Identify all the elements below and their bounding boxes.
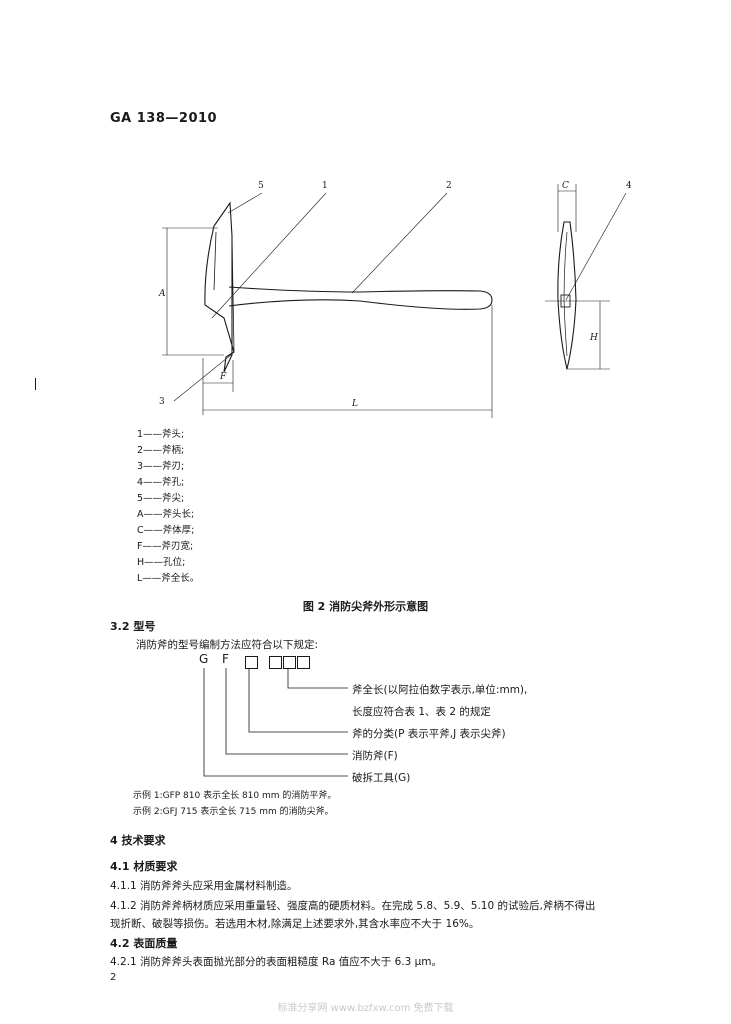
code-leader-lines (203, 668, 348, 777)
legend-item: H——孔位; (137, 557, 186, 568)
example-1: 示例 1:GFP 810 表示全长 810 mm 的消防平斧。 (133, 791, 337, 801)
axe-side-view (162, 192, 493, 418)
legend-item: 5——斧尖; (137, 493, 185, 504)
legend-item: 3——斧刃; (137, 461, 185, 472)
axe-front-view (545, 184, 627, 370)
code-type-box (244, 653, 258, 672)
standard-header: GA 138—2010 (110, 111, 218, 126)
clause-4-1-2-line2: 现折断、破裂等损伤。若选用木材,除满足上述要求外,其含水率应不大于 16%。 (110, 918, 480, 930)
legend-item: 1——斧头; (137, 429, 185, 440)
legend-item: 2——斧柄; (137, 445, 185, 456)
section-4-heading: 4 技术要求 (110, 834, 166, 847)
section-3-2-intro: 消防斧的型号编制方法应符合以下规定: (136, 639, 319, 651)
figure-caption: 图 2 消防尖斧外形示意图 (302, 600, 429, 613)
watermark-footer: 标准分享网 www.bzfxw.com 免费下载 (277, 1003, 454, 1014)
legend-item: C——斧体厚; (137, 525, 195, 536)
code-desc-fire-axe: 消防斧(F) (352, 750, 398, 762)
section-4-2-heading: 4.2 表面质量 (110, 937, 178, 950)
code-desc-type: 斧的分类(P 表示平斧,J 表示尖斧) (352, 728, 506, 740)
page-number: 2 (110, 972, 117, 983)
axe-head-outline (204, 201, 235, 373)
dim-a-label: A (158, 289, 166, 299)
callout-2: 2 (446, 181, 452, 191)
callout-3: 3 (159, 397, 165, 407)
clause-4-1-1: 4.1.1 消防斧斧头应采用金属材料制造。 (110, 880, 298, 892)
code-desc-length-rule: 长度应符合表 1、表 2 的规定 (352, 706, 491, 718)
dim-h-label: H (589, 333, 598, 343)
code-letter-g: G (199, 652, 209, 666)
callout-4: 4 (626, 181, 632, 191)
section-3-2-heading: 3.2 型号 (110, 620, 156, 633)
code-letter-f: F (222, 652, 229, 666)
example-2: 示例 2:GFJ 715 表示全长 715 mm 的消防尖斧。 (133, 807, 334, 817)
figure-labels: 5 1 2 4 3 A F L C H (158, 181, 632, 409)
margin-mark (35, 378, 36, 390)
code-length-boxes (268, 653, 310, 672)
clause-4-1-2-line1: 4.1.2 消防斧斧柄材质应采用重量轻、强度高的硬质材料。在完成 5.8、5.9… (110, 900, 596, 912)
callout-1: 1 (322, 181, 328, 191)
legend-item: F——斧刃宽; (137, 541, 194, 552)
section-4-1-heading: 4.1 材质要求 (110, 860, 178, 873)
dim-l-label: L (351, 399, 358, 409)
legend-item: L——斧全长。 (137, 573, 200, 584)
dim-c-label: C (562, 181, 569, 191)
code-desc-tool: 破拆工具(G) (352, 772, 411, 784)
legend-item: 4——斧孔; (137, 477, 185, 488)
callout-5: 5 (258, 181, 264, 191)
dim-f-label: F (219, 372, 227, 382)
clause-4-2-1: 4.2.1 消防斧斧头表面抛光部分的表面粗糙度 Ra 值应不大于 6.3 μm。 (110, 956, 443, 968)
axe-figure: 5 1 2 4 3 A F L C H (158, 181, 632, 418)
legend-item: A——斧头长; (137, 509, 195, 520)
code-desc-length: 斧全长(以阿拉伯数字表示,单位:mm), (352, 684, 528, 696)
